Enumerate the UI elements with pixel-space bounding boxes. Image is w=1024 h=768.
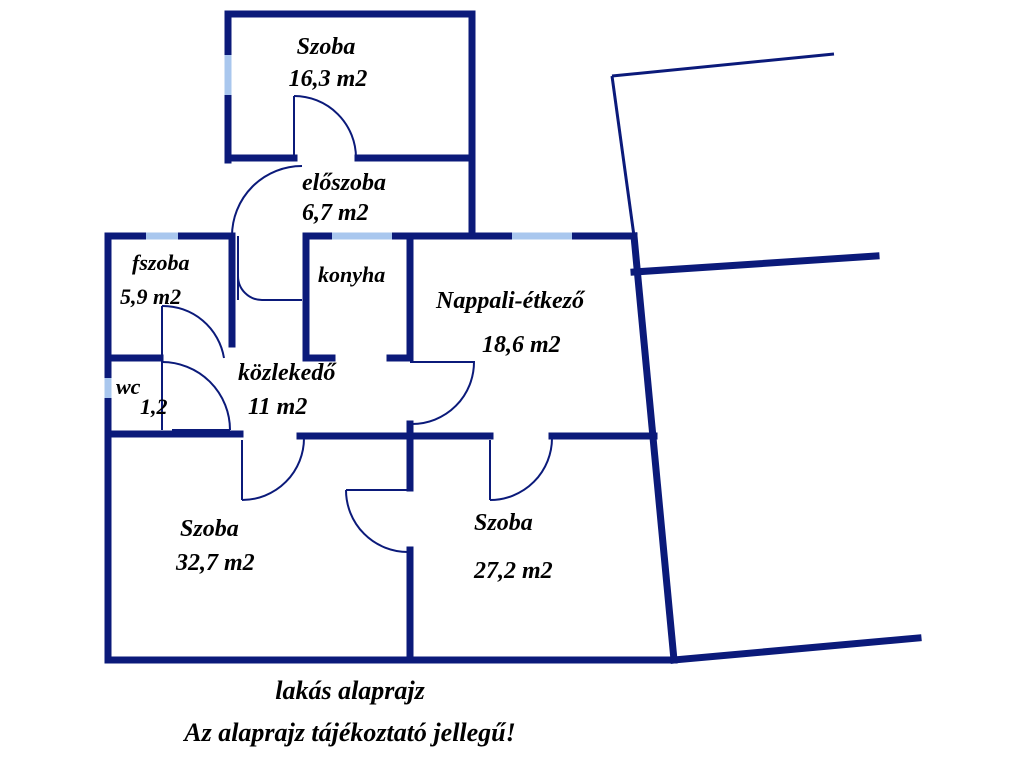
area-szoba-top: 16,3 m2 <box>289 66 368 92</box>
area-fszoba: 5,9 m2 <box>120 284 181 309</box>
walls-top-room <box>224 10 476 238</box>
label-wc: wc <box>116 374 141 399</box>
caption-title: lakás alaprajz <box>275 676 425 705</box>
terrace-outline <box>610 52 922 664</box>
label-fszoba: fszoba <box>132 250 189 275</box>
area-kozlekedo: 11 m2 <box>248 394 307 420</box>
area-nappali: 18,6 m2 <box>482 332 561 358</box>
windows-main <box>104 232 572 398</box>
label-nappali: Nappali-étkező <box>435 288 586 314</box>
label-szoba-right: Szoba <box>474 510 533 536</box>
label-kozlekedo: közlekedő <box>238 360 337 386</box>
label-konyha: konyha <box>318 262 385 287</box>
caption-disclaimer: Az alaprajz tájékoztató jellegű! <box>184 718 516 747</box>
label-eloszoba: előszoba <box>302 170 386 196</box>
label-szoba-left: Szoba <box>180 516 239 542</box>
walls-interior <box>104 232 658 664</box>
label-szoba-top: Szoba <box>297 34 356 60</box>
area-eloszoba: 6,7 m2 <box>302 200 369 226</box>
area-wc: 1,2 <box>140 394 168 419</box>
door-swings <box>161 95 553 553</box>
area-szoba-right: 27,2 m2 <box>473 558 553 584</box>
walls-outer <box>104 232 678 664</box>
area-szoba-left: 32,7 m2 <box>175 550 255 576</box>
